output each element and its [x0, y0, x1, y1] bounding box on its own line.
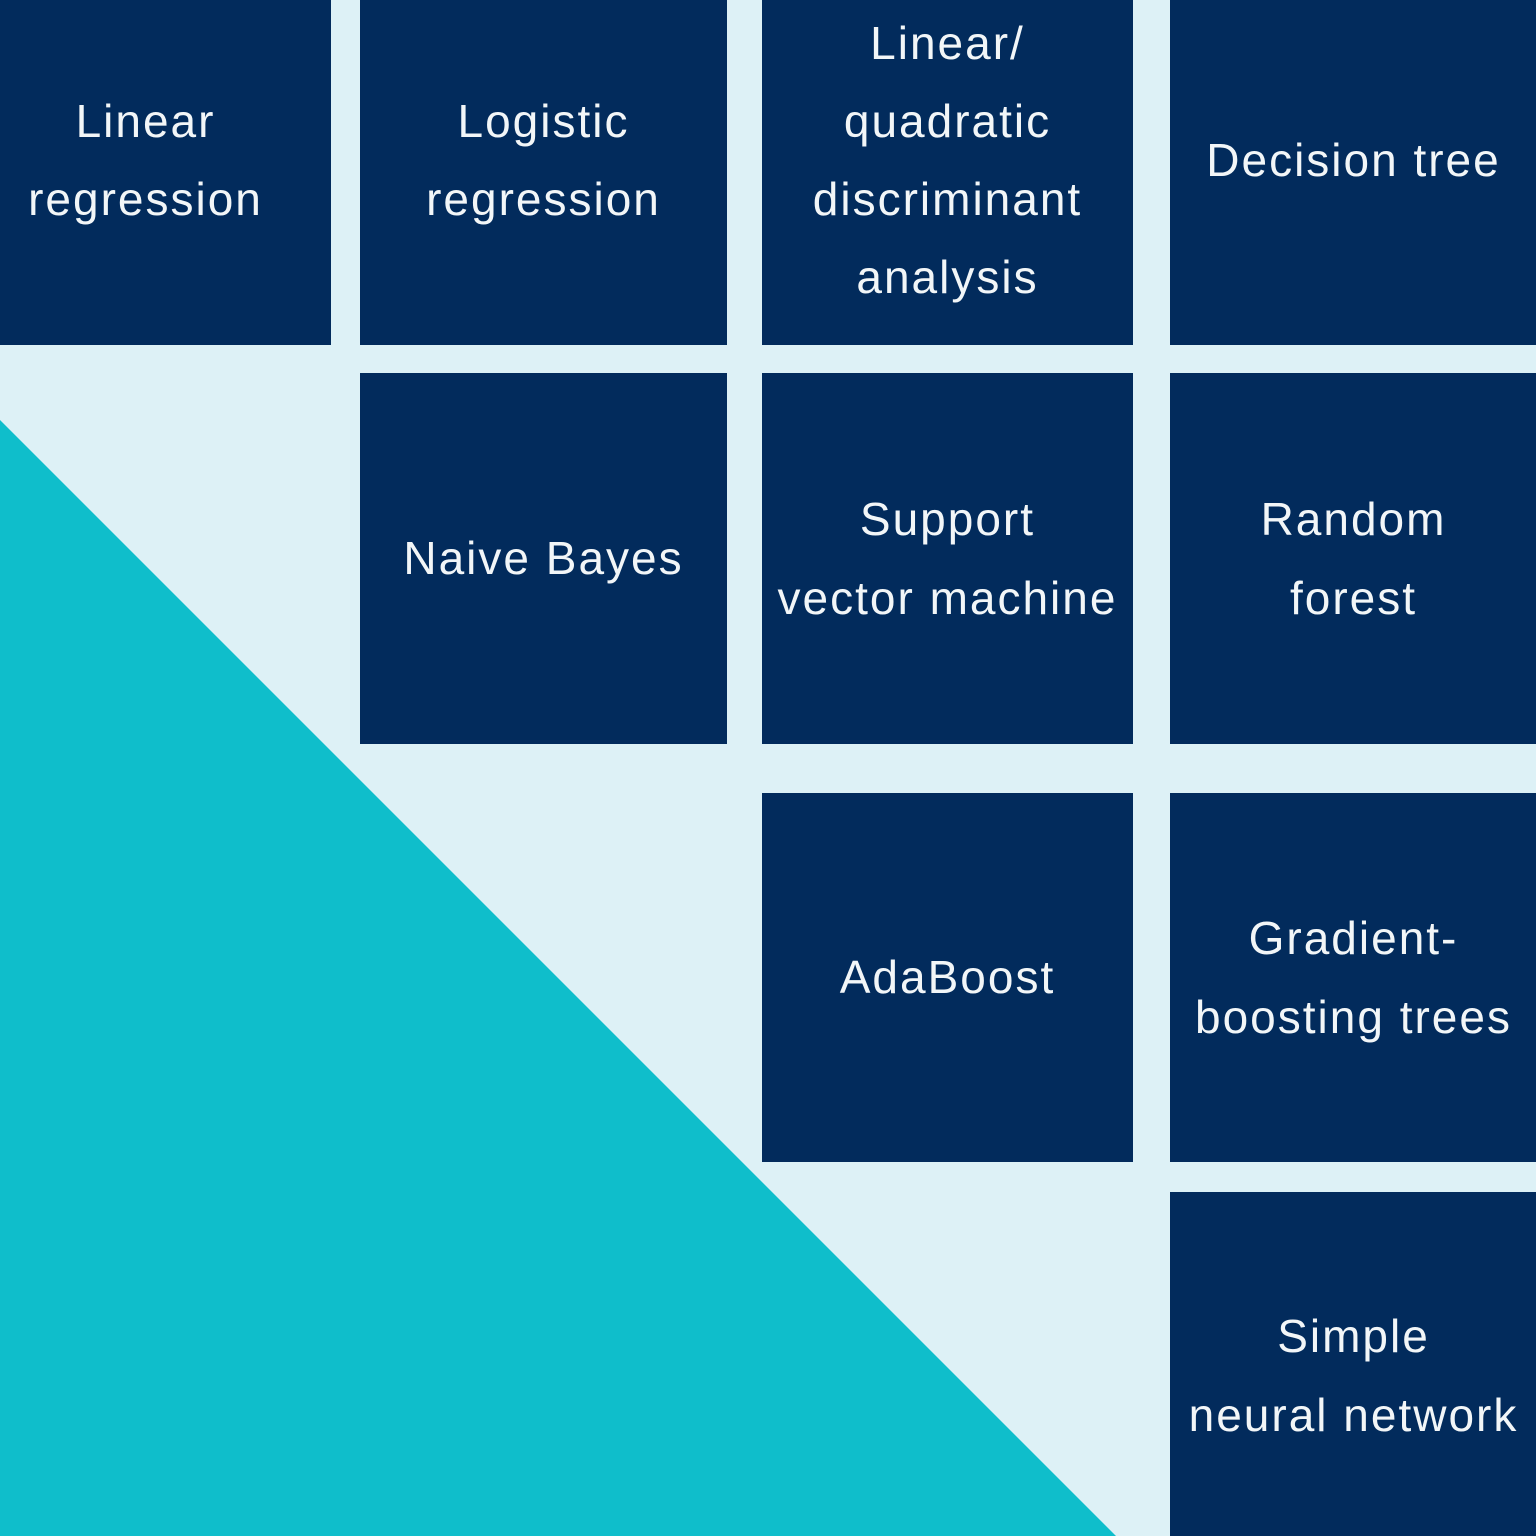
card-decision-tree: Decision tree — [1170, 0, 1536, 345]
card-gradient-boosting-trees: Gradient- boosting trees — [1170, 793, 1536, 1162]
card-label: AdaBoost — [839, 951, 1056, 1004]
card-label: Decision tree — [1206, 133, 1501, 186]
card-linear-quadratic-discriminant-analysis: Linear/ quadratic discriminant analysis — [762, 0, 1133, 345]
card-label: Logistic regression — [426, 94, 661, 225]
card-label: Random forest — [1260, 493, 1447, 624]
card-simple-neural-network: Simple neural network — [1170, 1192, 1536, 1536]
card-linear-regression: Linear regression — [0, 0, 331, 345]
card-label: Linear regression — [28, 94, 263, 225]
card-label: Linear/ quadratic discriminant analysis — [812, 16, 1083, 304]
card-label: Support vector machine — [777, 493, 1118, 624]
card-label: Naive Bayes — [403, 532, 684, 585]
card-support-vector-machine: Support vector machine — [762, 373, 1133, 744]
card-random-forest: Random forest — [1170, 373, 1536, 744]
card-label: Simple neural network — [1188, 1310, 1519, 1441]
card-adaboost: AdaBoost — [762, 793, 1133, 1162]
card-logistic-regression: Logistic regression — [360, 0, 727, 345]
card-label: Gradient- boosting trees — [1195, 912, 1512, 1043]
card-naive-bayes: Naive Bayes — [360, 373, 727, 744]
